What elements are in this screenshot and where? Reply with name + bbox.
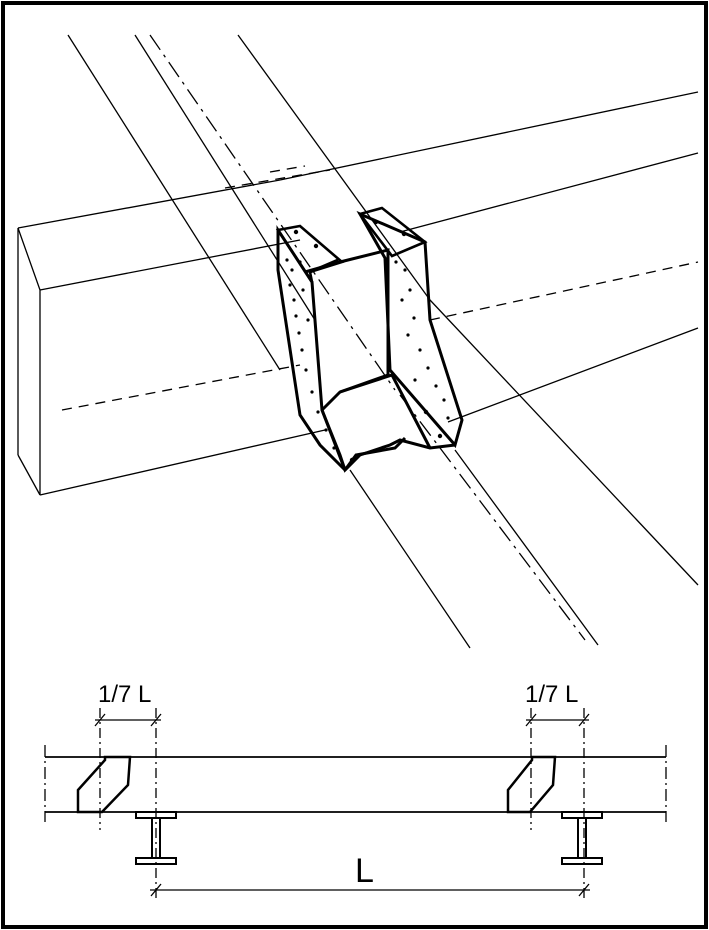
elevation-view [44,708,667,900]
span-label: L [355,852,374,890]
left-joint-cut [76,755,132,814]
left-dim-label: 1/7 L [98,681,151,708]
right-dim-label: 1/7 L [525,681,578,708]
right-joint-cut [506,755,557,814]
right-support-ibeam [561,811,603,865]
isometric-view [17,34,699,649]
nail-holes [285,219,450,463]
secondary-joist [67,34,699,649]
joist-hanger [275,206,464,473]
main-beam [17,91,699,496]
